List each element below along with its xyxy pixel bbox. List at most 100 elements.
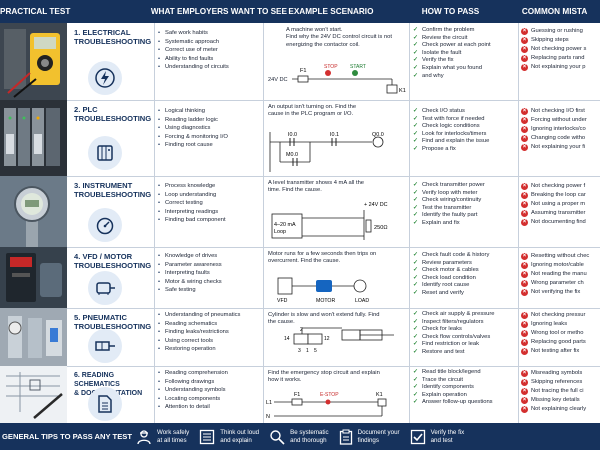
pass-step: Trace the circuit	[410, 377, 518, 385]
pass-step: Explain what you found	[410, 65, 518, 73]
supply-label: + 24V DC	[364, 202, 388, 208]
mistake-item: Not explaining your fi	[519, 143, 600, 152]
pass-step: Verify loop with meter	[410, 190, 518, 198]
ladder-diagram: I0.0 I0.1 Q0.0 M0.0	[269, 132, 384, 172]
want-item: Parameter awareness	[155, 261, 263, 270]
want-item: Knowledge of drives	[155, 252, 263, 261]
tip-item: Verify the fix and test	[410, 429, 465, 445]
mistake-item: Replacing parts rand	[519, 54, 600, 63]
want-item: Systematic approach	[155, 38, 263, 47]
pass-step: Review parameters	[410, 260, 518, 268]
want-item: Restoring operation	[155, 345, 263, 354]
row-title: 4. VFD / MOTOR TROUBLESHOOTING	[74, 252, 152, 270]
row-plc: 2. PLC TROUBLESHOOTING Logical thinking …	[0, 100, 600, 177]
fuse-label: F1	[294, 392, 300, 398]
want-item: Following drawings	[155, 378, 263, 387]
port-label: 12	[324, 336, 330, 342]
fuse-label: F1	[300, 68, 307, 74]
want-item: Safe testing	[155, 286, 263, 295]
mistake-item: Ignoring leaks	[519, 320, 600, 329]
pass-step: Find restriction or leak	[410, 341, 518, 349]
pass-step: Propose a fix	[410, 146, 518, 154]
mistake-item: Not testing after fix	[519, 347, 600, 356]
mistake-item: Changing code witho	[519, 134, 600, 143]
want-item: Motor & wiring checks	[155, 278, 263, 287]
mistake-item: Not checking pressur	[519, 311, 600, 320]
estop-diagram: L1 F1 E-STOP K1 N	[266, 392, 387, 420]
pass-step: Verify the fix	[410, 57, 518, 65]
tip-text: Think out loud and explain	[220, 429, 260, 444]
scenario-text: A level transmitter shows 4 mA all the t…	[268, 180, 365, 194]
pass-step: Find and explain the issue	[410, 138, 518, 146]
scenario-text: An output isn't turning on. Find the cau…	[268, 104, 357, 118]
search-icon	[270, 429, 285, 445]
list-icon	[200, 429, 215, 444]
tip-item: Document your findings	[339, 429, 400, 445]
want-item: Understanding of pneumatics	[155, 311, 263, 320]
header-how-to-pass: HOW TO PASS	[421, 7, 480, 16]
mistake-item: Assuming transmitter	[519, 209, 600, 218]
mistake-item: Resetting without chec	[519, 252, 600, 261]
pass-step: Identify the faulty part	[410, 212, 518, 220]
motor-icon	[88, 271, 122, 305]
mistake-item: Not checking power f	[519, 182, 600, 191]
tip-text: Work safely at all times	[157, 429, 190, 444]
pass-step: Explain operation	[410, 392, 518, 400]
want-item: Process knowledge	[155, 182, 263, 191]
port-label: 5	[314, 348, 317, 354]
plc-icon	[88, 136, 122, 170]
mistake-item: Misreading symbols	[519, 369, 600, 378]
row-electrical: 1. ELECTRICAL TROUBLESHOOTING Safe work …	[0, 23, 600, 101]
row-title: 2. PLC TROUBLESHOOTING	[74, 105, 152, 123]
vfd-photo	[0, 247, 67, 308]
gauge-icon	[88, 208, 122, 242]
mistake-item: Not explaining clearly	[519, 405, 600, 414]
want-item: Understanding of circuits	[155, 63, 263, 72]
document-icon	[88, 387, 122, 421]
pass-step-cont: and why	[410, 73, 518, 81]
want-item: Locating components	[155, 395, 263, 404]
pass-step: Inspect filters/regulators	[410, 319, 518, 327]
pass-step: Check I/O status	[410, 108, 518, 116]
want-item: Ability to find faults	[155, 55, 263, 64]
load-label: LOAD	[355, 298, 369, 304]
port-label: 1	[306, 348, 309, 354]
mistake-item: Skipping steps	[519, 36, 600, 45]
schematic-photo	[0, 366, 67, 423]
mistake-item: Ignoring interlocks/co	[519, 125, 600, 134]
pass-step: Check flow controls/valves	[410, 334, 518, 342]
want-item: Reading ladder logic	[155, 116, 263, 125]
scenario-text: A machine won't start. Find why the 24V …	[286, 27, 392, 48]
mistake-item: Replacing good parts	[519, 338, 600, 347]
transmitter-photo	[0, 176, 67, 247]
coil-label: K1	[376, 392, 383, 398]
vfd-label: VFD	[277, 298, 288, 304]
pass-step: Explain and fix	[410, 220, 518, 228]
lightning-icon	[88, 61, 122, 95]
pass-step: Answer follow-up questions	[410, 399, 518, 407]
pass-step: Reset and verify	[410, 290, 518, 298]
header-common-mistakes: COMMON MISTA	[521, 7, 588, 16]
output-label: Q0.0	[372, 132, 384, 138]
line-label: L1	[266, 400, 272, 406]
want-item: Interpreting readings	[155, 208, 263, 217]
pass-step: Identify components	[410, 384, 518, 392]
mistake-item: Not checking I/O first	[519, 107, 600, 116]
motor-label: MOTOR	[316, 298, 335, 304]
pass-step: Check transmitter power	[410, 182, 518, 190]
tip-text: Verify the fix and test	[430, 429, 465, 444]
row-title: 1. ELECTRICAL TROUBLESHOOTING	[74, 28, 152, 46]
drive-diagram: VFD MOTOR LOAD	[277, 277, 369, 304]
want-item: Correct use of meter	[155, 46, 263, 55]
mistake-item: Not verifying the fix	[519, 288, 600, 297]
pass-step: Check motor & cables	[410, 267, 518, 275]
row-schematics: 6. READING SCHEMATICS & DOCUMENTATION Re…	[0, 366, 600, 423]
mistake-item: Not explaining your p	[519, 63, 600, 72]
cylinder-icon	[88, 329, 122, 363]
mistake-item: Missing key details	[519, 396, 600, 405]
row-title: 3. INSTRUMENT TROUBLESHOOTING	[74, 181, 152, 199]
want-item: Understanding symbols	[155, 386, 263, 395]
